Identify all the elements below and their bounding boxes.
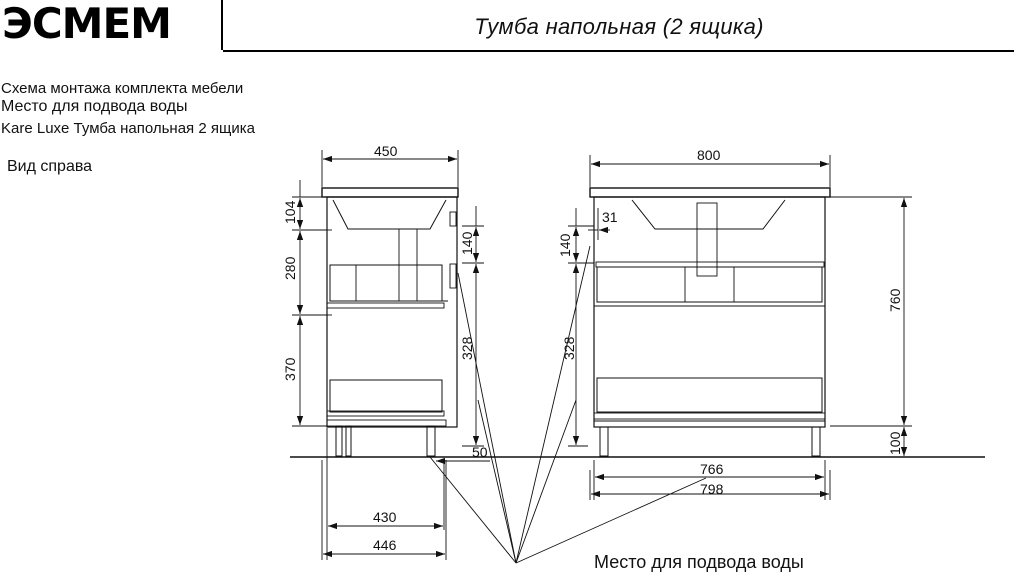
dim-side-140: 140 [459, 231, 475, 255]
dim-front-766: 766 [700, 461, 724, 477]
page-title: Тумба напольная (2 ящика) [474, 14, 764, 39]
dim-side-328: 328 [459, 336, 475, 360]
dim-front-328: 328 [561, 336, 577, 360]
side-view-drawing [321, 187, 459, 457]
note-water: Место для подвода воды [1, 98, 188, 115]
dim-front-31: 31 [602, 209, 618, 225]
dim-front-width-800: 800 [697, 147, 721, 163]
brand-logo: ЭСМЕМ [0, 0, 223, 50]
front-view-drawing [589, 187, 831, 457]
dim-front-140: 140 [557, 233, 573, 257]
side-view-label: Вид справа [7, 158, 93, 175]
note-scheme: Схема монтажа комплекта мебели [1, 80, 244, 97]
dim-side-370: 370 [282, 357, 298, 381]
brand-logo-text: ЭСМЕМ [2, 0, 172, 48]
dim-front-760: 760 [887, 288, 903, 312]
dim-side-50: 50 [472, 444, 488, 460]
dim-side-430: 430 [373, 509, 397, 525]
water-supply-callout: Место для подвода воды [594, 552, 804, 572]
header-rule [223, 50, 1014, 52]
dim-side-104: 104 [282, 200, 298, 224]
dim-side-width-450: 450 [374, 143, 398, 159]
dim-side-280: 280 [282, 256, 298, 280]
dim-side-446: 446 [373, 537, 397, 553]
side-view-dimensions [292, 150, 490, 560]
water-supply-leaders [429, 245, 707, 564]
dim-front-100: 100 [887, 431, 903, 455]
dim-front-798: 798 [700, 481, 724, 497]
front-view-dimensions [568, 155, 912, 500]
note-model: Kare Luxe Тумба напольная 2 ящика [1, 120, 255, 137]
